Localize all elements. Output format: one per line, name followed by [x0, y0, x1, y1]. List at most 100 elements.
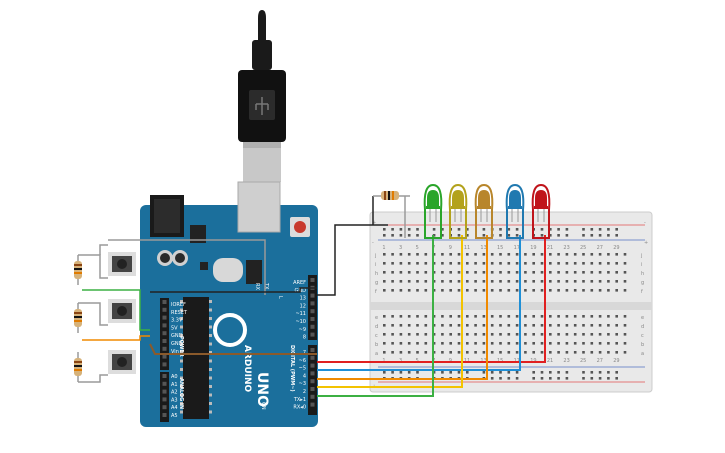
- top-pin-label-2: 13: [300, 296, 306, 302]
- analog-pin-label-4: A4: [171, 405, 178, 411]
- row-letter-bottom-e: e: [375, 315, 378, 321]
- column-number-top-29: 29: [613, 245, 619, 251]
- top-pin-label-4: ~11: [295, 311, 306, 317]
- row-letter-bottom-d: d: [375, 324, 378, 330]
- column-number-bottom-27: 27: [597, 358, 603, 364]
- top-pin-label-7: 8: [303, 335, 306, 341]
- top-pin-label-6: ~9: [299, 327, 306, 333]
- analog-pin-label-1: A1: [171, 382, 178, 388]
- column-number-top-9: 9: [449, 245, 452, 251]
- analog-pin-label-3: A3: [171, 397, 178, 403]
- wire-gray-vcc: [108, 239, 266, 295]
- wire-brown: [149, 343, 317, 355]
- column-number-top-5: 5: [416, 245, 419, 251]
- wire-blue: [317, 235, 521, 371]
- analog-pin-label-5: A5: [171, 413, 178, 419]
- row-letter-bottom-a: a: [375, 351, 378, 357]
- row-letter-top-right-i: i: [641, 262, 642, 268]
- analog-pin-label-2: A2: [171, 390, 178, 396]
- top-pin-label-3: 12: [300, 303, 306, 309]
- row-letter-bottom-right-e: e: [641, 315, 644, 321]
- power-pin-label-4: GND: [171, 333, 183, 339]
- column-number-bottom-25: 25: [580, 358, 586, 364]
- column-number-top-3: 3: [399, 245, 402, 251]
- digital-pin-label-7: RX◂0: [293, 405, 306, 411]
- analog-pin-label-0: A0: [171, 374, 178, 380]
- row-letter-bottom-right-b: b: [641, 342, 644, 348]
- wire-black-gnd: [150, 287, 317, 293]
- column-number-top-23: 23: [563, 245, 569, 251]
- power-header-label: POWER: [178, 336, 184, 357]
- resistor-2: [74, 303, 82, 333]
- column-number-top-13: 13: [480, 245, 486, 251]
- led-2[interactable]: [448, 183, 468, 239]
- reset-button[interactable]: [294, 221, 306, 233]
- resistor-1: [74, 255, 82, 285]
- input-circuit: [74, 239, 266, 383]
- led-1[interactable]: [423, 183, 443, 239]
- led-array: [423, 183, 551, 239]
- digital-pin-label-5: 2: [303, 389, 306, 395]
- row-letter-top-i: i: [375, 262, 376, 268]
- row-letter-top-right-h: h: [641, 271, 644, 277]
- column-number-top-1: 1: [382, 245, 385, 251]
- atmega-chip: [183, 297, 209, 419]
- column-number-top-21: 21: [547, 245, 553, 251]
- power-pin-label-1: RESET: [171, 310, 188, 316]
- digital-pin-label-2: ~5: [299, 366, 306, 372]
- column-number-top-17: 17: [514, 245, 520, 251]
- row-letter-bottom-right-c: c: [641, 333, 644, 339]
- rail-minus-top: -: [372, 240, 374, 246]
- power-pin-label-0: IOREF: [171, 302, 186, 308]
- led-3[interactable]: [474, 183, 494, 239]
- wire-red: [317, 235, 546, 363]
- signal-wires: [82, 196, 546, 397]
- tx-led-label: TX: [263, 282, 269, 290]
- brand-label: ARDUINO: [242, 345, 252, 393]
- row-letter-top-right-g: g: [641, 280, 644, 286]
- led-4[interactable]: [505, 183, 525, 239]
- column-number-bottom-21: 21: [547, 358, 553, 364]
- rail-plus-top: +: [372, 220, 376, 226]
- model-label: UNO: [254, 372, 270, 407]
- row-letter-bottom-b: b: [375, 342, 378, 348]
- led-5[interactable]: [531, 183, 551, 239]
- wire-yellow: [317, 235, 463, 388]
- pushbutton-3[interactable]: [117, 357, 127, 367]
- arduino-logo-icon: [213, 313, 247, 347]
- pushbutton-2[interactable]: [117, 306, 127, 316]
- usb-cable: [238, 10, 286, 182]
- row-letter-bottom-c: c: [375, 333, 378, 339]
- column-number-top-11: 11: [464, 245, 470, 251]
- pushbutton-1[interactable]: [117, 259, 127, 269]
- wire-orange: [317, 235, 488, 380]
- top-pin-label-0: AREF: [293, 280, 306, 286]
- power-pin-label-3: 5V: [171, 325, 178, 331]
- l-led-label: L: [277, 296, 283, 299]
- column-number-top-19: 19: [530, 245, 536, 251]
- resistor-3: [74, 352, 82, 382]
- column-number-top-25: 25: [580, 245, 586, 251]
- row-letter-bottom-right-a: a: [641, 351, 644, 357]
- on-led-label: ON: [260, 402, 266, 410]
- column-number-bottom-29: 29: [613, 358, 619, 364]
- analog-header-label: ANALOG IN: [178, 378, 184, 409]
- column-number-top-15: 15: [497, 245, 503, 251]
- row-letter-top-right-j: j: [640, 253, 642, 259]
- power-pin-label-5: GND: [171, 341, 183, 347]
- digital-header-label: DIGITAL (PWM~): [289, 345, 295, 392]
- column-number-top-27: 27: [597, 245, 603, 251]
- power-pin-label-2: 3.3V: [171, 318, 183, 324]
- rail-plus-top-right: +: [644, 240, 648, 246]
- digital-pin-label-3: 4: [303, 373, 306, 379]
- digital-pin-label-1: ~6: [299, 358, 306, 364]
- wire-green: [317, 235, 434, 397]
- rail-minus-top-right: -: [644, 220, 646, 226]
- resistor-led: [373, 191, 410, 200]
- digital-pin-label-4: ~3: [299, 381, 306, 387]
- row-letter-top-j: j: [374, 253, 376, 259]
- row-letter-top-right-f: f: [641, 289, 643, 295]
- column-number-bottom-23: 23: [563, 358, 569, 364]
